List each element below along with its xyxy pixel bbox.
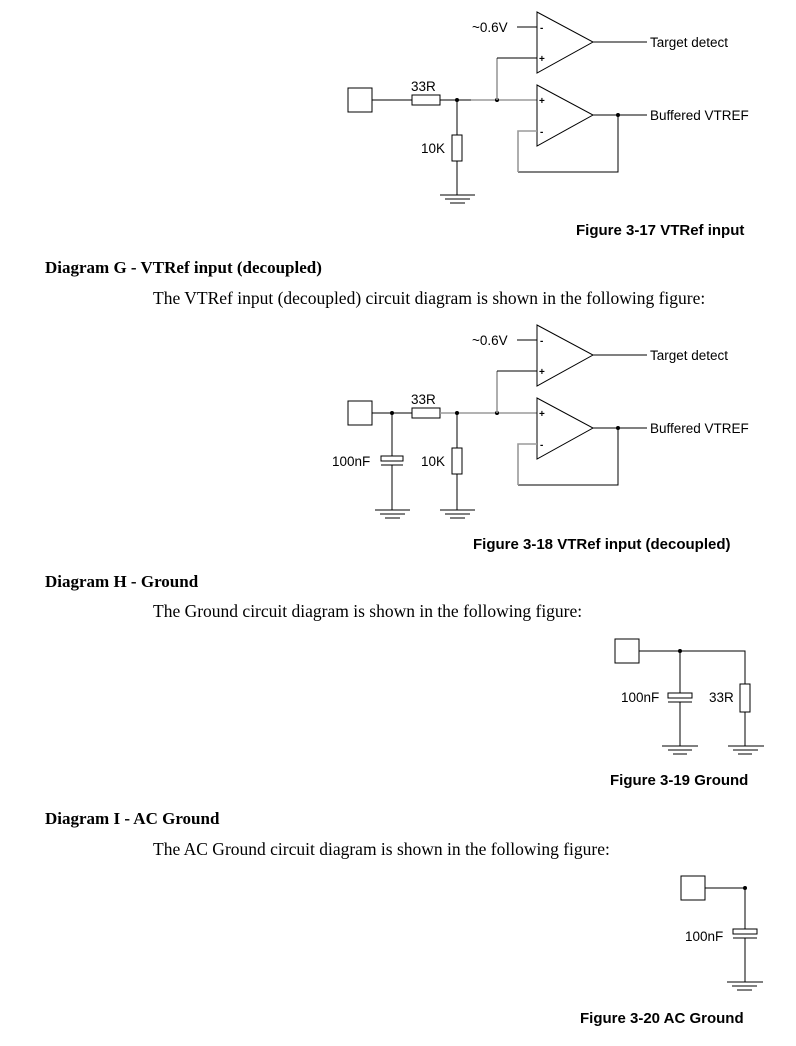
capacitor-100nf <box>732 928 758 939</box>
capacitor-label: 100nF <box>621 690 659 705</box>
minus-sign: - <box>540 127 543 138</box>
section-g-text: The VTRef input (decoupled) circuit diag… <box>153 288 706 308</box>
section-g-heading: Diagram G - VTRef input (decoupled) <box>45 258 322 277</box>
buffered-vtref-label: Buffered VTREF <box>650 421 749 436</box>
section-h-heading: Diagram H - Ground <box>45 572 199 591</box>
plus-sign: + <box>539 54 545 65</box>
plus-sign: + <box>539 409 545 420</box>
feedback-wire <box>518 115 619 173</box>
wire <box>705 887 746 929</box>
buffered-vtref-label: Buffered VTREF <box>650 108 749 123</box>
resistor-10k-label: 10K <box>421 141 445 156</box>
connector-pad <box>614 638 640 664</box>
resistor-label: 33R <box>709 690 734 705</box>
section-i-text: The AC Ground circuit diagram is shown i… <box>153 839 610 859</box>
section-h-text: The Ground circuit diagram is shown in t… <box>153 601 583 621</box>
connector-pad <box>680 875 706 901</box>
figure-3-18-diagram: 100nF 33R 10K - + ~0.6V Target detect + … <box>332 324 749 519</box>
capacitor-label: 100nF <box>332 454 370 469</box>
feedback-wire <box>517 130 537 172</box>
resistor-33r-label: 33R <box>411 79 436 94</box>
threshold-label: ~0.6V <box>472 333 508 348</box>
section-i-heading: Diagram I - AC Ground <box>45 809 220 828</box>
feedback-wire <box>517 443 537 485</box>
ground-icon <box>662 745 698 755</box>
resistor-10k-label: 10K <box>421 454 445 469</box>
resistor-33r <box>411 407 441 419</box>
figure-3-18-caption: Figure 3-18 VTRef input (decoupled) <box>473 536 731 553</box>
resistor-33r <box>739 683 751 713</box>
junction-dot <box>743 886 747 890</box>
minus-sign: - <box>540 440 543 451</box>
plus-sign: + <box>539 367 545 378</box>
minus-sign: - <box>540 23 543 34</box>
comparator-opamp <box>536 324 595 387</box>
target-detect-label: Target detect <box>650 348 728 363</box>
figure-3-19-diagram: 100nF 33R <box>614 638 764 755</box>
ground-icon <box>375 509 410 519</box>
capacitor-100nf <box>380 455 404 466</box>
figure-3-20-diagram: 100nF <box>680 875 763 991</box>
ground-icon <box>728 745 764 755</box>
capacitor-label: 100nF <box>685 929 723 944</box>
connector-pad <box>347 400 373 426</box>
buffer-opamp <box>536 84 595 147</box>
resistor-33r <box>411 94 441 106</box>
comparator-opamp <box>536 11 595 74</box>
connector-pad <box>347 87 373 113</box>
figure-3-20-caption: Figure 3-20 AC Ground <box>580 1010 744 1027</box>
resistor-10k <box>451 134 463 162</box>
ground-icon <box>727 981 763 991</box>
feedback-wire <box>518 428 619 486</box>
wire <box>639 650 746 684</box>
ground-icon <box>440 194 475 204</box>
figure-3-17-caption: Figure 3-17 VTRef input <box>576 222 745 239</box>
target-detect-label: Target detect <box>650 35 728 50</box>
minus-sign: - <box>540 336 543 347</box>
figure-3-17-diagram: 33R 10K - + ~0.6V Target detect + - Buff… <box>347 11 749 204</box>
ground-icon <box>440 509 475 519</box>
resistor-33r-label: 33R <box>411 392 436 407</box>
resistor-10k <box>451 447 463 475</box>
threshold-label: ~0.6V <box>472 20 508 35</box>
figure-3-19-caption: Figure 3-19 Ground <box>610 772 749 789</box>
plus-sign: + <box>539 96 545 107</box>
buffer-opamp <box>536 397 595 460</box>
capacitor-100nf <box>667 692 693 703</box>
